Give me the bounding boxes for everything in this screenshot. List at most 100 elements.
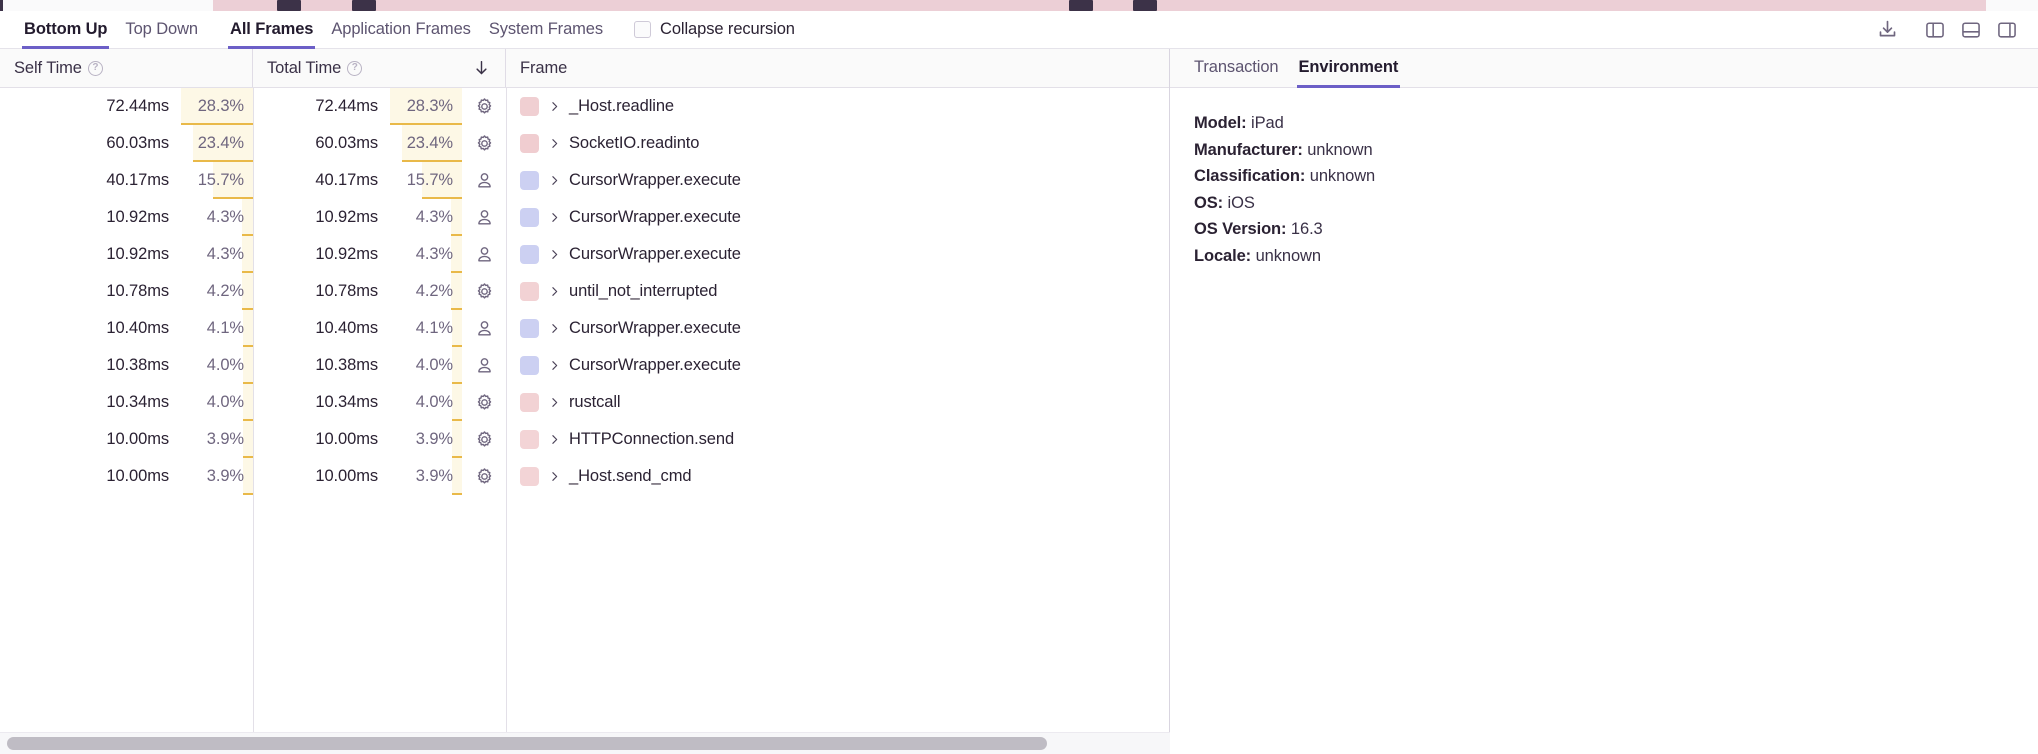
gear-icon[interactable] [462, 281, 506, 302]
self-percent-value: 4.0% [206, 393, 244, 411]
frame-color-swatch [520, 208, 539, 227]
flamegraph-block [1069, 0, 1093, 11]
self-percent-value: 4.1% [206, 319, 244, 337]
chevron-right-icon[interactable] [539, 396, 569, 409]
gear-icon[interactable] [462, 96, 506, 117]
frame-name: _Host.readline [569, 97, 674, 115]
total-percent-value: 4.0% [415, 356, 453, 374]
column-header-self-time[interactable]: Self Time ? [0, 49, 253, 87]
self-time-value: 10.00ms [106, 430, 169, 448]
total-time-value: 10.40ms [315, 319, 378, 337]
help-icon[interactable]: ? [87, 60, 103, 76]
layout-right-panel-icon[interactable] [1990, 15, 2024, 45]
person-icon[interactable] [462, 244, 506, 265]
table-header: Self Time ? Total Time ? Frame [0, 49, 1169, 88]
column-header-frame[interactable]: Frame [506, 49, 1169, 87]
total-percent-value: 4.3% [415, 245, 453, 263]
frame-name: CursorWrapper.execute [569, 245, 741, 263]
horizontal-scrollbar-thumb[interactable] [7, 737, 1047, 750]
tab-system-frames[interactable]: System Frames [480, 11, 612, 48]
layout-bottom-panel-icon[interactable] [1954, 15, 1988, 45]
tab-top-down[interactable]: Top Down [116, 11, 207, 48]
collapse-recursion-toggle[interactable]: Collapse recursion [634, 20, 795, 39]
total-percent-value: 4.2% [415, 282, 453, 300]
flamegraph-strip[interactable] [0, 0, 2038, 11]
person-icon[interactable] [462, 207, 506, 228]
chevron-right-icon[interactable] [539, 137, 569, 150]
tab-bottom-up[interactable]: Bottom Up [15, 11, 116, 49]
gear-icon[interactable] [462, 133, 506, 154]
total-percent-value: 4.1% [415, 319, 453, 337]
chevron-right-icon[interactable] [539, 433, 569, 446]
self-time-value: 10.40ms [106, 319, 169, 337]
gear-icon[interactable] [462, 466, 506, 487]
layout-buttons [1918, 15, 2024, 45]
frame-color-swatch [520, 282, 539, 301]
tab-all-frames[interactable]: All Frames [221, 11, 322, 49]
total-time-value: 72.44ms [315, 97, 378, 115]
total-percent-value: 23.4% [406, 134, 453, 152]
total-percent: 4.0% [390, 347, 462, 384]
environment-value: unknown [1307, 140, 1373, 159]
cell-self-time: 10.40ms 4.1% [0, 310, 253, 347]
frame-color-swatch [520, 319, 539, 338]
chevron-right-icon[interactable] [539, 248, 569, 261]
column-header-total-time[interactable]: Total Time ? [253, 49, 506, 87]
flamegraph-block [352, 0, 376, 11]
frame-name: until_not_interrupted [569, 282, 718, 300]
tab-environment[interactable]: Environment [1289, 49, 1409, 88]
total-time-value: 40.17ms [315, 171, 378, 189]
person-icon[interactable] [462, 318, 506, 339]
cell-frame: CursorWrapper.execute [506, 347, 1169, 384]
chevron-right-icon[interactable] [539, 285, 569, 298]
gear-icon[interactable] [462, 429, 506, 450]
cell-total-time: 10.40ms 4.1% [253, 310, 506, 347]
gear-icon[interactable] [462, 392, 506, 413]
collapse-recursion-checkbox[interactable] [634, 21, 652, 38]
tab-all-frames-label: All Frames [230, 20, 314, 38]
tab-application-frames[interactable]: Application Frames [322, 11, 479, 48]
self-time-value: 10.00ms [106, 467, 169, 485]
frame-color-swatch [520, 356, 539, 375]
person-icon[interactable] [462, 170, 506, 191]
self-percent-value: 28.3% [197, 97, 244, 115]
total-percent-value: 4.3% [415, 208, 453, 226]
chevron-right-icon[interactable] [539, 470, 569, 483]
person-icon[interactable] [462, 355, 506, 376]
self-time-value: 10.38ms [106, 356, 169, 374]
chevron-right-icon[interactable] [539, 100, 569, 113]
total-percent: 15.7% [390, 162, 462, 199]
total-time-value: 10.00ms [315, 430, 378, 448]
self-percent: 4.2% [181, 273, 253, 310]
tab-transaction[interactable]: Transaction [1184, 49, 1289, 87]
layout-left-panel-icon[interactable] [1918, 15, 1952, 45]
horizontal-scrollbar[interactable] [0, 732, 1170, 754]
total-percent-value: 3.9% [415, 467, 453, 485]
chevron-right-icon[interactable] [539, 174, 569, 187]
download-icon[interactable] [1870, 15, 1904, 45]
chevron-right-icon[interactable] [539, 322, 569, 335]
frame-color-swatch [520, 171, 539, 190]
chevron-right-icon[interactable] [539, 359, 569, 372]
chevron-right-icon[interactable] [539, 211, 569, 224]
frames-table-pane: Self Time ? Total Time ? Frame [0, 49, 1170, 754]
help-icon[interactable]: ? [347, 60, 363, 76]
